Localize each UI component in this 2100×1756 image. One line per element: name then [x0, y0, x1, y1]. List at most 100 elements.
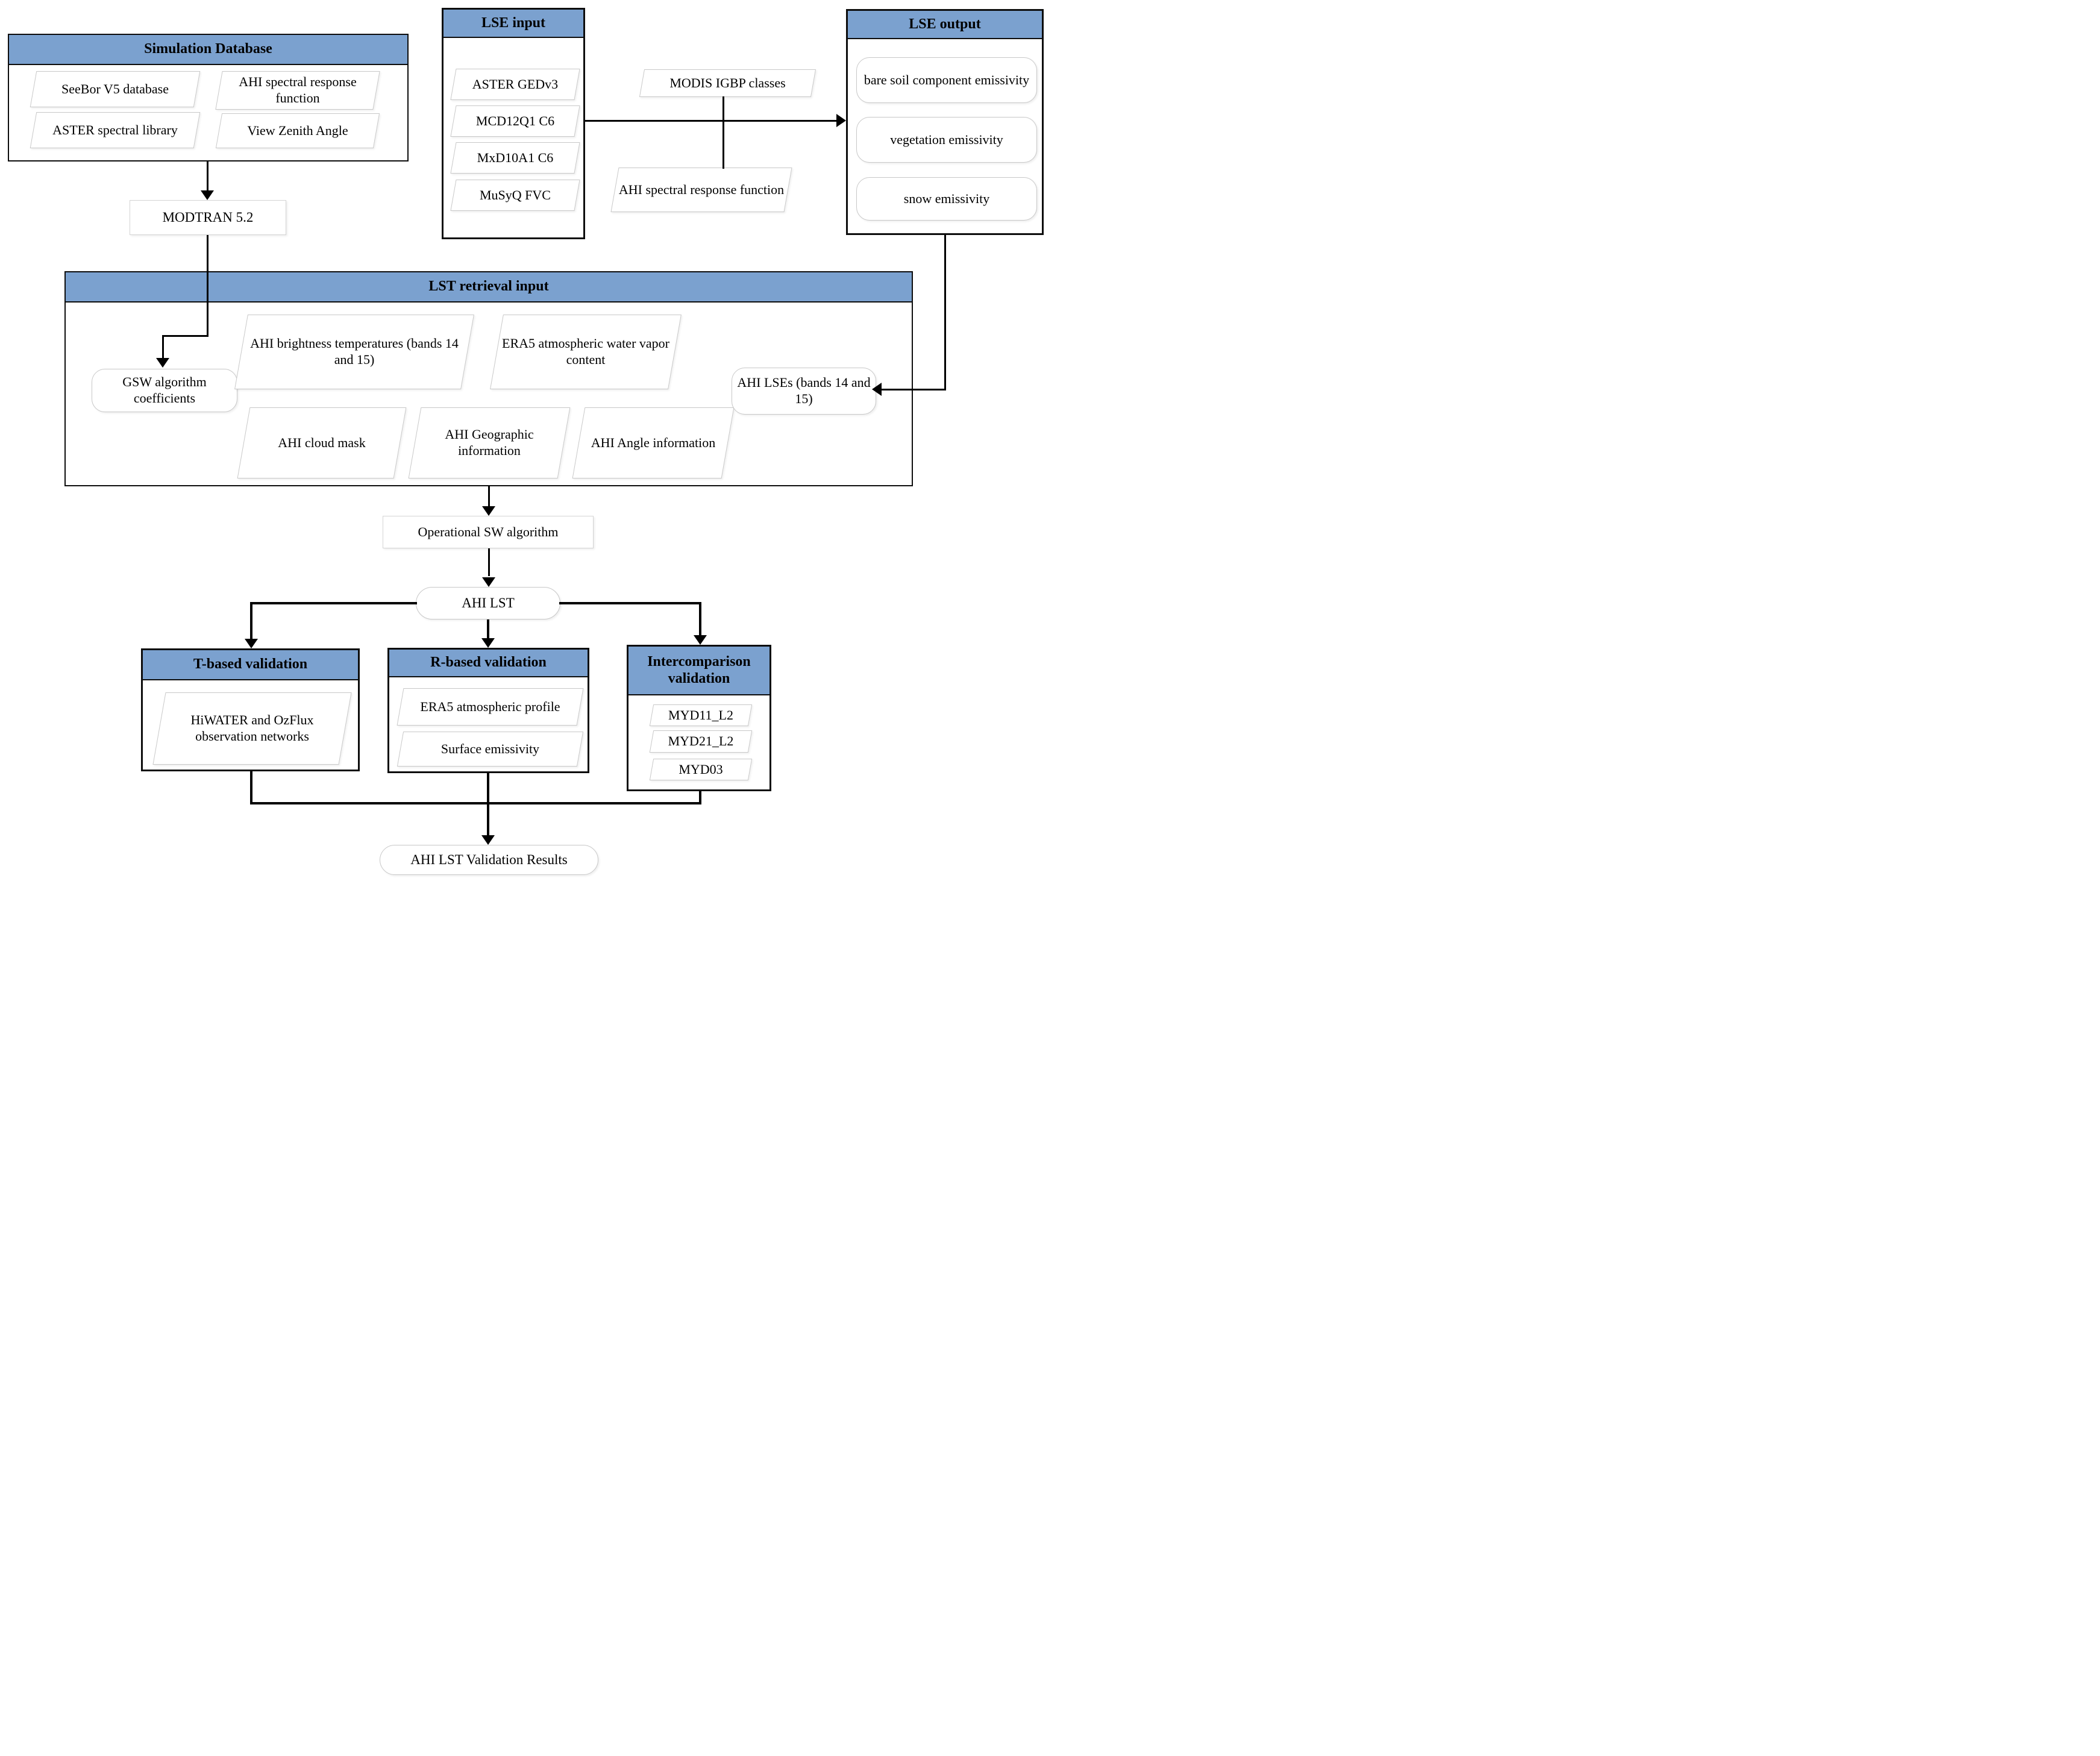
node-hiwater-ozflux: HiWATER and OzFlux observation networks: [159, 692, 345, 765]
node-label: MYD11_L2: [668, 707, 733, 723]
arrowhead-into-ahi-lses: [872, 383, 882, 396]
connector-modis-srf: [722, 96, 724, 169]
node-mcd12q1: MCD12Q1 C6: [453, 105, 577, 137]
connector-modtran-left: [162, 335, 208, 337]
node-era5-water-vapor: ERA5 atmospheric water vapor content: [497, 315, 675, 389]
node-modis-igbp-classes: MODIS IGBP classes: [642, 69, 813, 97]
node-vegetation-emissivity: vegetation emissivity: [856, 117, 1037, 163]
node-musyq-fvc: MuSyQ FVC: [453, 180, 577, 211]
connector-tbased-merge: [250, 771, 252, 804]
node-myd03: MYD03: [651, 759, 750, 780]
node-ahi-srf-middle: AHI spectral response function: [615, 168, 788, 212]
box-lse-output: LSE output bare soil component emissivit…: [846, 9, 1044, 235]
node-label: MYD21_L2: [668, 733, 734, 749]
node-ahi-brightness-temperatures: AHI brightness temperatures (bands 14 an…: [241, 315, 468, 389]
connector-right-down: [699, 602, 701, 636]
node-aster-gedv3: ASTER GEDv3: [453, 69, 577, 100]
connector-intercomparison-merge: [699, 791, 701, 804]
node-label: Operational SW algorithm: [418, 524, 559, 539]
arrowhead-into-gsw: [156, 358, 169, 368]
arrowhead-into-modtran: [201, 190, 214, 200]
header-label: LST retrieval input: [428, 278, 549, 295]
node-ahi-geographic-information: AHI Geographic information: [415, 407, 564, 478]
node-label: GSW algorithm coefficients: [122, 374, 207, 406]
header-label: Intercomparison validation: [647, 653, 751, 686]
arrowhead-into-intercomparison: [694, 635, 707, 645]
header-lse-input: LSE input: [444, 10, 583, 38]
node-aster-spectral-library: ASTER spectral library: [33, 112, 197, 148]
header-label: Simulation Database: [144, 41, 272, 57]
box-t-based-validation: T-based validation HiWATER and OzFlux ob…: [141, 648, 360, 771]
arrowhead-into-results: [481, 835, 495, 845]
box-intercomparison-validation: Intercomparison validation MYD11_L2 MYD2…: [627, 645, 771, 791]
node-label: ASTER spectral library: [52, 122, 178, 137]
node-label: Surface emissivity: [440, 741, 540, 756]
node-label: AHI spectral response function: [618, 181, 785, 197]
connector-opsw-ahilst: [488, 548, 490, 576]
arrowhead-into-rbased: [481, 638, 495, 648]
connector-modtran-down: [207, 235, 208, 337]
arrowhead-into-tbased: [245, 639, 258, 648]
connector-rbased-results: [487, 773, 489, 835]
node-ahi-lses: AHI LSEs (bands 14 and 15): [732, 368, 876, 415]
connector-lseinput-lseoutput: [585, 120, 837, 122]
node-operational-sw-algorithm: Operational SW algorithm: [383, 516, 594, 548]
header-lst-retrieval-input: LST retrieval input: [66, 272, 912, 303]
header-simulation-database: Simulation Database: [9, 35, 407, 65]
node-label: ASTER GEDv3: [472, 76, 559, 92]
node-gsw-coefficients: GSW algorithm coefficients: [92, 369, 237, 412]
node-myd21-l2: MYD21_L2: [651, 730, 750, 753]
node-label: MODIS IGBP classes: [669, 75, 786, 90]
node-myd11-l2: MYD11_L2: [651, 704, 750, 726]
node-label: MxD10A1 C6: [477, 149, 554, 165]
flowchart-canvas: Simulation Database SeeBor V5 database A…: [0, 0, 1050, 878]
node-era5-atmospheric-profile: ERA5 atmospheric profile: [400, 688, 580, 726]
node-label: HiWATER and OzFlux observation networks: [190, 712, 314, 744]
node-ahi-lst: AHI LST: [416, 587, 560, 619]
arrowhead-into-lseoutput: [836, 114, 846, 127]
header-label: R-based validation: [430, 654, 547, 671]
node-label: View Zenith Angle: [247, 122, 348, 138]
node-label: AHI LST Validation Results: [410, 851, 568, 867]
node-label: ERA5 atmospheric profile: [420, 698, 560, 714]
connector-left-down: [250, 602, 252, 639]
box-r-based-validation: R-based validation ERA5 atmospheric prof…: [387, 648, 589, 773]
node-label: AHI spectral response function: [239, 74, 357, 105]
node-surface-emissivity: Surface emissivity: [400, 732, 580, 767]
node-label: bare soil component emissivity: [864, 72, 1030, 87]
header-r-based-validation: R-based validation: [389, 650, 588, 677]
header-t-based-validation: T-based validation: [143, 650, 358, 680]
node-bare-soil-emissivity: bare soil component emissivity: [856, 57, 1037, 103]
box-lse-input: LSE input ASTER GEDv3 MCD12Q1 C6 MxD10A1…: [442, 8, 585, 239]
node-label: AHI LST: [462, 595, 515, 610]
arrowhead-into-ahilst: [482, 577, 495, 587]
node-label: MODTRAN 5.2: [162, 210, 254, 225]
box-simulation-database: Simulation Database SeeBor V5 database A…: [8, 34, 409, 161]
node-label: AHI LSEs (bands 14 and 15): [737, 375, 871, 406]
node-label: AHI Geographic information: [445, 427, 534, 458]
node-label: snow emissivity: [903, 190, 990, 206]
node-label: MYD03: [679, 761, 723, 777]
node-label: SeeBor V5 database: [61, 81, 169, 96]
connector-lseoutput-down: [944, 235, 946, 390]
connector-lst-opsw: [488, 486, 490, 509]
header-label: LSE output: [909, 16, 981, 32]
node-label: ERA5 atmospheric water vapor content: [502, 336, 669, 367]
node-label: vegetation emissivity: [890, 131, 1003, 147]
header-intercomparison-validation: Intercomparison validation: [628, 647, 769, 695]
node-ahi-angle-information: AHI Angle information: [578, 407, 728, 478]
node-ahi-cloud-mask: AHI cloud mask: [243, 407, 400, 478]
connector-ahilst-right: [559, 602, 701, 604]
header-label: T-based validation: [193, 656, 308, 673]
header-label: LSE input: [481, 14, 546, 31]
node-seebor-database: SeeBor V5 database: [33, 71, 197, 107]
node-label: MuSyQ FVC: [480, 187, 551, 202]
connector-ahilst-down: [487, 619, 489, 639]
connector-simdb-modtran: [207, 161, 208, 192]
node-mxd10a1: MxD10A1 C6: [453, 142, 577, 174]
connector-lseoutput-left: [879, 389, 946, 390]
node-view-zenith-angle: View Zenith Angle: [219, 113, 377, 148]
connector-merge-horizontal: [250, 802, 701, 804]
connector-modtran-gsw: [162, 335, 164, 359]
node-modtran: MODTRAN 5.2: [130, 200, 286, 235]
